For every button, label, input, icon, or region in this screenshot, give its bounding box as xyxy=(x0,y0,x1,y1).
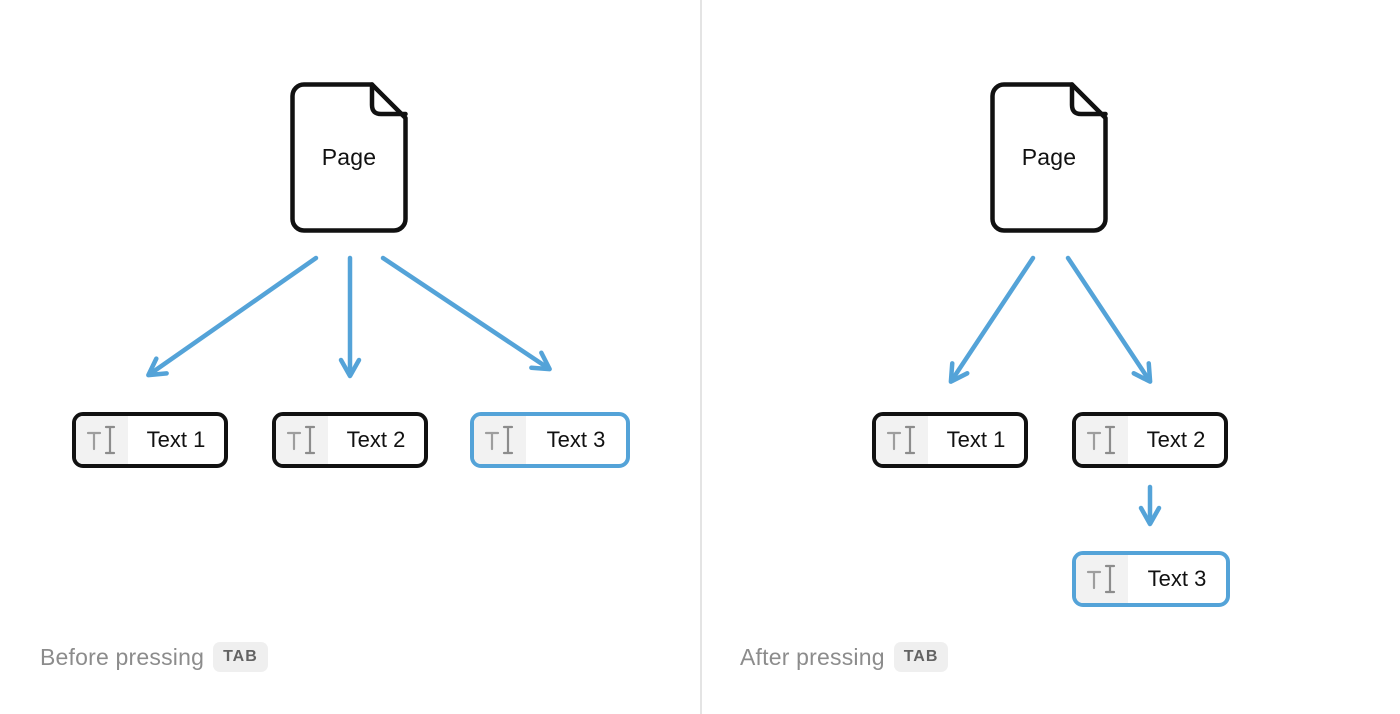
page-node: Page xyxy=(290,82,408,233)
panel-divider xyxy=(700,0,702,714)
text-block-3-highlighted: Text 3 xyxy=(1072,551,1230,607)
text-cursor-icon xyxy=(886,425,916,455)
document-icon xyxy=(290,82,408,233)
text-block-label: Text 3 xyxy=(546,427,606,452)
text-block-label: Text 1 xyxy=(946,427,1006,452)
arrow-page-to-text1-before xyxy=(146,255,319,378)
text-block-label: Text 3 xyxy=(1147,566,1207,591)
text-block-icon-area xyxy=(1076,555,1128,603)
page-label: Page xyxy=(1021,144,1077,170)
text-cursor-icon xyxy=(1086,564,1116,594)
text-block-icon-area xyxy=(876,416,928,464)
tab-key-badge: TAB xyxy=(213,642,268,672)
text-block-2: Text 2 xyxy=(1072,412,1228,468)
page-label: Page xyxy=(321,144,377,170)
text-block-3-highlighted: Text 3 xyxy=(470,412,630,468)
text-cursor-icon xyxy=(1086,425,1116,455)
caption-text: After pressing xyxy=(740,643,885,670)
text-cursor-icon xyxy=(484,425,514,455)
text-cursor-icon xyxy=(286,425,316,455)
arrow-page-to-text2-after xyxy=(1065,255,1153,384)
page-node: Page xyxy=(990,82,1108,233)
caption-before: Before pressing TAB xyxy=(40,641,268,673)
text-block-label: Text 2 xyxy=(1146,427,1206,452)
text-block-icon-area xyxy=(76,416,128,464)
document-icon xyxy=(990,82,1108,233)
text-block-icon-area xyxy=(474,416,526,464)
text-block-icon-area xyxy=(1076,416,1128,464)
text-block-icon-area xyxy=(276,416,328,464)
text-cursor-icon xyxy=(86,425,116,455)
tab-key-badge: TAB xyxy=(893,642,949,672)
text-block-label: Text 2 xyxy=(346,427,406,452)
arrow-page-to-text3-before xyxy=(380,255,552,372)
caption-after: After pressing TAB xyxy=(740,641,949,673)
arrow-page-to-text1-after xyxy=(948,255,1036,384)
text-block-1: Text 1 xyxy=(72,412,228,468)
caption-text: Before pressing xyxy=(40,643,205,670)
text-block-1: Text 1 xyxy=(872,412,1028,468)
text-block-label: Text 1 xyxy=(146,427,206,452)
text-block-2: Text 2 xyxy=(272,412,428,468)
